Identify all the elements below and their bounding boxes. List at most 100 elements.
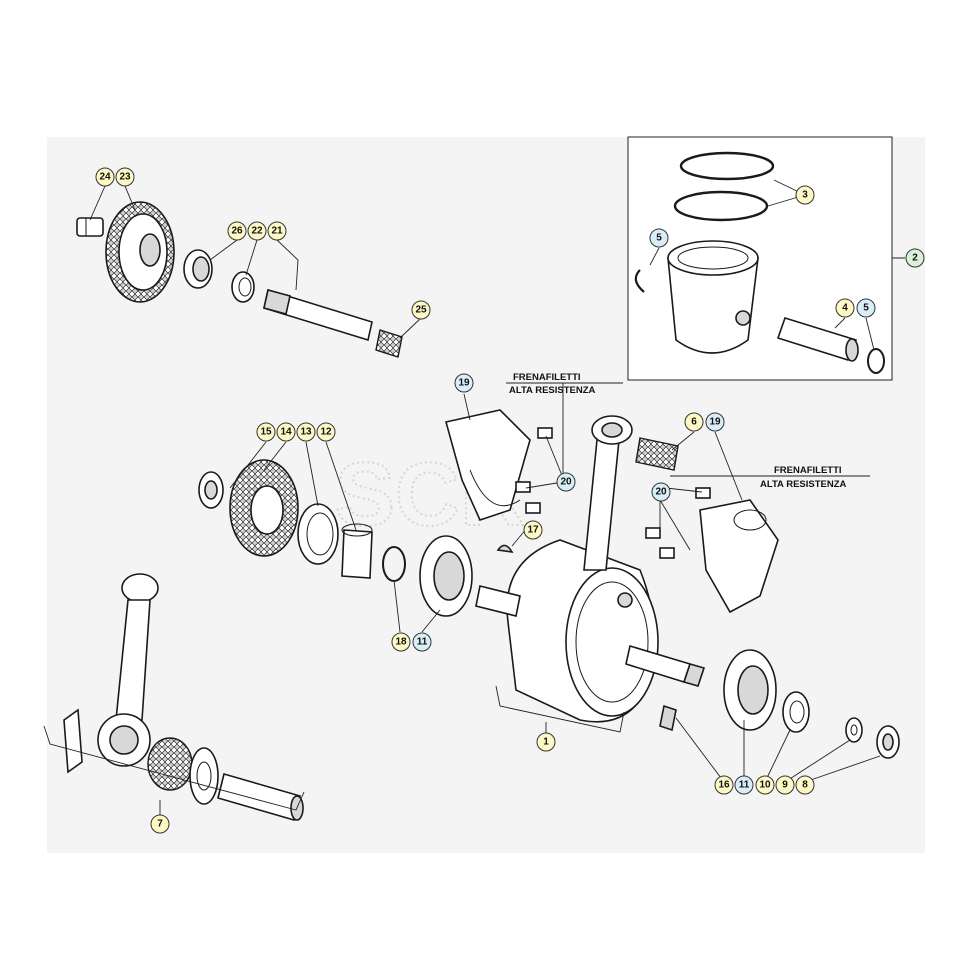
conrod-kit-rod [97,573,159,767]
svg-text:12: 12 [320,427,332,438]
svg-text:25: 25 [415,305,427,316]
svg-text:19: 19 [709,417,721,428]
svg-text:4: 4 [842,303,848,314]
threadlock-note-1-line2: ALTA RESISTENZA [509,385,596,396]
callout-11-right: 11 [734,775,754,795]
callout-16: 16 [714,775,734,795]
piston-circlip-right [867,348,885,374]
piston-circlip-left [634,269,645,293]
leader-lines [43,136,905,822]
callout-18: 18 [391,632,411,652]
washer-right [845,717,863,743]
crank-cover-left [445,409,531,521]
svg-text:11: 11 [417,637,428,648]
primary-gear [229,459,299,557]
oil-seal-right [782,691,810,733]
spacer-bushing [341,523,373,579]
svg-text:21: 21 [271,226,283,237]
svg-text:19: 19 [458,378,470,389]
svg-text:18: 18 [395,637,407,648]
piston-rings [673,151,775,222]
svg-text:22: 22 [251,226,263,237]
callout-12: 12 [316,422,336,442]
callout-14: 14 [276,422,296,442]
oil-seal-left [297,503,339,565]
callout-11-left: 11 [412,632,432,652]
callout-24: 24 [95,167,115,187]
main-bearing-right [723,649,777,731]
crank-cover-right [699,499,779,614]
callout-9: 9 [775,775,795,795]
callout-1: 1 [536,732,556,752]
piston-pin [776,317,859,362]
svg-text:23: 23 [119,172,131,183]
callout-26: 26 [227,221,247,241]
svg-text:2: 2 [912,253,918,264]
svg-text:5: 5 [863,303,869,314]
svg-text:11: 11 [739,780,750,791]
svg-text:16: 16 [718,780,730,791]
main-bearing-left [419,535,473,617]
svg-text:3: 3 [802,190,808,201]
callout-4: 4 [835,298,855,318]
callout-8: 8 [795,775,815,795]
callout-19-right: 19 [705,412,725,432]
svg-text:9: 9 [782,780,788,791]
piston [667,240,759,354]
woodruff-key [496,544,514,554]
svg-text:1: 1 [543,737,549,748]
svg-text:6: 6 [691,417,697,428]
balancer-spacer [231,271,255,303]
callout-3: 3 [795,185,815,205]
callout-13: 13 [296,422,316,442]
callout-10: 10 [755,775,775,795]
small-end-bearing [635,437,679,471]
threadlock-note-1-line1: FRENAFILETTI [513,372,581,383]
svg-text:20: 20 [560,477,572,488]
threadlock-note-2-line2: ALTA RESISTENZA [760,479,847,490]
svg-text:5: 5 [656,233,662,244]
callout-17: 17 [523,520,543,540]
bolt-set-left [515,427,553,514]
callout-25: 25 [411,300,431,320]
connecting-rod [583,415,633,571]
balancer-bearing [183,249,213,289]
crank-nut-right [876,725,900,759]
svg-text:17: 17 [527,525,539,536]
crankshaft-assembly [475,539,706,723]
svg-text:26: 26 [231,226,243,237]
shim-right [659,704,677,732]
conrod-kit-needle-bearing [147,737,193,791]
callout-2: 2 [905,248,925,268]
callout-6: 6 [684,412,704,432]
conrod-kit-thrust-washer-right [189,747,219,805]
callout-5-right: 5 [856,298,876,318]
callout-23: 23 [115,167,135,187]
callout-7: 7 [150,814,170,834]
crank-nut-left [198,471,224,509]
callout-20-right: 20 [651,482,671,502]
conrod-kit-crankpin [217,773,304,821]
svg-text:24: 24 [99,172,111,183]
callout-15: 15 [256,422,276,442]
svg-text:10: 10 [759,780,771,791]
needle-bearing-small [375,329,403,358]
callout-20-left: 20 [556,472,576,492]
balancer-gear [105,201,175,303]
callout-22: 22 [247,221,267,241]
balancer-shaft [263,288,373,342]
o-ring-left [382,546,406,582]
svg-text:14: 14 [280,427,292,438]
svg-text:20: 20 [655,487,667,498]
svg-text:8: 8 [802,780,808,791]
callout-5-top: 5 [649,228,669,248]
svg-text:13: 13 [300,427,312,438]
threadlock-note-2-line1: FRENAFILETTI [774,465,842,476]
callout-19-left: 19 [454,373,474,393]
svg-text:15: 15 [260,427,272,438]
svg-text:7: 7 [157,819,163,830]
bolt-set-right [645,487,711,559]
conrod-kit-thrust-washer-left [63,708,83,774]
callout-21: 21 [267,221,287,241]
